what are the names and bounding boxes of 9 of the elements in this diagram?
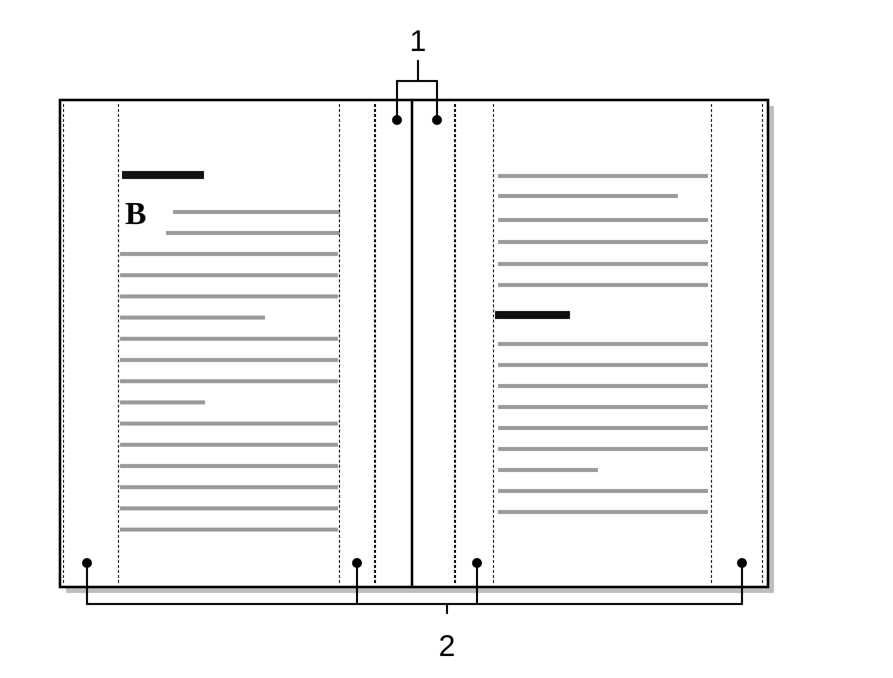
leader-line bbox=[417, 60, 442, 125]
drop-cap-letter: B bbox=[125, 196, 146, 230]
margin-strip bbox=[339, 104, 376, 583]
margin-strip bbox=[711, 104, 763, 583]
callout-number: 2 bbox=[432, 632, 462, 662]
margin-strip bbox=[63, 104, 119, 583]
margin-strip bbox=[454, 104, 494, 583]
callout-number: 1 bbox=[403, 27, 433, 57]
leader-line bbox=[446, 558, 747, 614]
